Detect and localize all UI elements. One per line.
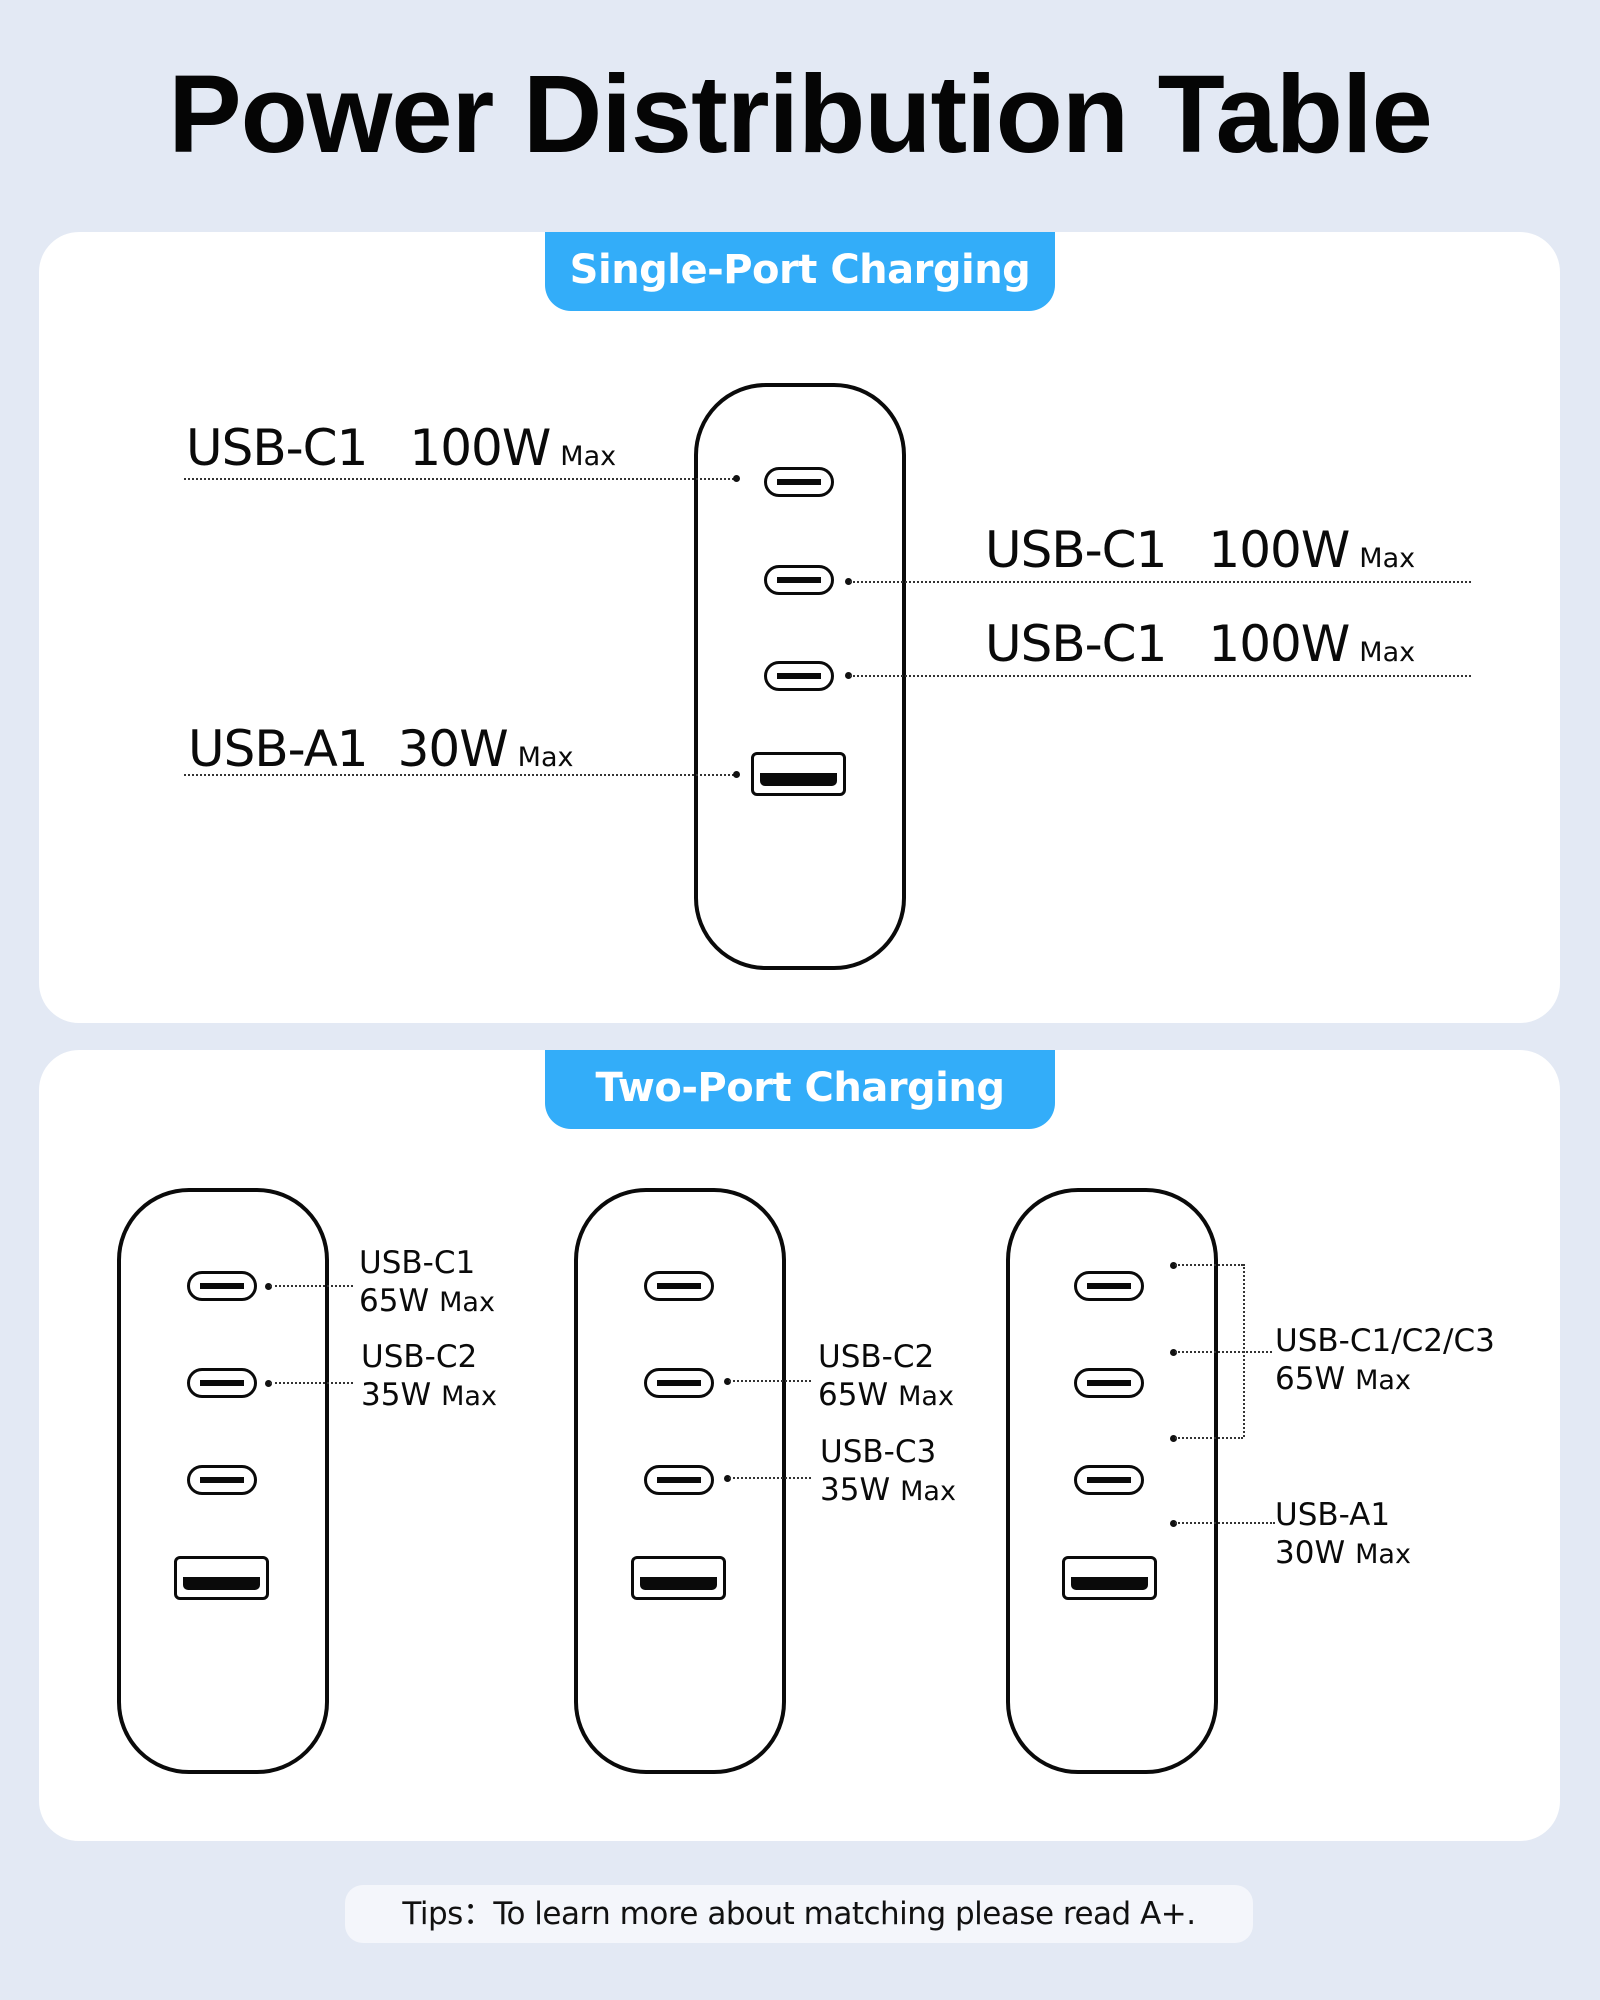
usb-c-port-icon — [187, 1368, 257, 1398]
leader-line — [184, 478, 734, 480]
usb-c-port-icon — [644, 1368, 714, 1398]
two-port-heading: Two-Port Charging — [545, 1050, 1055, 1129]
usb-c-port-icon — [1074, 1271, 1144, 1301]
power-value: 30W — [397, 720, 509, 778]
port-name: USB-A1 — [188, 720, 369, 778]
usb-a-port-icon — [1062, 1556, 1157, 1600]
bracket-line — [1175, 1351, 1272, 1353]
power-value: 100W — [1208, 521, 1350, 579]
config1-label-1: USB-C1 65W Max — [359, 1244, 495, 1322]
max-suffix: Max — [1355, 1539, 1411, 1570]
bracket-line — [1175, 1264, 1243, 1266]
usb-c-port-icon — [764, 661, 834, 691]
power-value: 100W — [1208, 615, 1350, 673]
max-suffix: Max — [517, 742, 574, 773]
leader-dot — [265, 1380, 272, 1387]
leader-dot — [733, 771, 740, 778]
max-suffix: Max — [439, 1287, 495, 1318]
port-name: USB-C1 — [359, 1245, 476, 1281]
port-name: USB-C1 — [186, 419, 368, 477]
leader-dot — [1170, 1349, 1177, 1356]
page-title: Power Distribution Table — [168, 53, 1433, 176]
leader-dot — [733, 475, 740, 482]
port-name: USB-C2 — [818, 1339, 935, 1375]
power-value: 65W — [1275, 1361, 1346, 1397]
leader-dot — [1170, 1520, 1177, 1527]
port-name: USB-C1 — [985, 521, 1167, 579]
usb-a-port-icon — [631, 1556, 726, 1600]
leader-dot — [724, 1475, 731, 1482]
max-suffix: Max — [1355, 1365, 1411, 1396]
leader-line — [729, 1477, 811, 1479]
max-suffix: Max — [900, 1476, 956, 1507]
leader-dot — [1170, 1435, 1177, 1442]
leader-line — [729, 1380, 811, 1382]
port-name: USB-C1 — [985, 615, 1167, 673]
port-name: USB-A1 — [1275, 1497, 1391, 1533]
leader-dot — [845, 672, 852, 679]
max-suffix: Max — [1359, 543, 1416, 574]
port-name: USB-C3 — [820, 1434, 937, 1470]
config3-label-1: USB-C1/C2/C3 65W Max — [1275, 1322, 1495, 1400]
usb-c-port-icon — [644, 1465, 714, 1495]
bracket-vertical — [1243, 1264, 1245, 1437]
usb-c-port-icon — [187, 1465, 257, 1495]
leader-line — [184, 774, 734, 776]
max-suffix: Max — [560, 441, 617, 472]
usb-c-port-icon — [187, 1271, 257, 1301]
config2-label-1: USB-C2 65W Max — [818, 1338, 954, 1416]
leader-line — [270, 1285, 353, 1287]
leader-dot — [724, 1378, 731, 1385]
leader-line — [850, 675, 1471, 677]
port-name: USB-C2 — [361, 1339, 478, 1375]
port-name: USB-C1/C2/C3 — [1275, 1323, 1495, 1359]
single-label-c1-top: USB-C1 100W Max — [186, 420, 616, 485]
single-label-c1-middle: USB-C1 100W Max — [985, 522, 1415, 587]
leader-dot — [265, 1283, 272, 1290]
leader-line — [1175, 1522, 1275, 1524]
usb-c-port-icon — [1074, 1465, 1144, 1495]
leader-dot — [845, 578, 852, 585]
usb-c-port-icon — [764, 467, 834, 497]
usb-c-port-icon — [1074, 1368, 1144, 1398]
power-value: 35W — [361, 1377, 432, 1413]
config1-label-2: USB-C2 35W Max — [361, 1338, 497, 1416]
config3-label-2: USB-A1 30W Max — [1275, 1496, 1411, 1574]
max-suffix: Max — [898, 1381, 954, 1412]
power-value: 30W — [1275, 1535, 1346, 1571]
single-label-a1: USB-A1 30W Max — [188, 721, 574, 786]
config2-label-2: USB-C3 35W Max — [820, 1433, 956, 1511]
leader-line — [270, 1382, 353, 1384]
usb-c-port-icon — [644, 1271, 714, 1301]
single-port-heading: Single-Port Charging — [545, 232, 1055, 311]
leader-dot — [1170, 1262, 1177, 1269]
power-value: 65W — [818, 1377, 889, 1413]
max-suffix: Max — [1359, 637, 1416, 668]
bracket-line — [1175, 1437, 1243, 1439]
power-value: 65W — [359, 1283, 430, 1319]
power-value: 35W — [820, 1472, 891, 1508]
usb-a-port-icon — [751, 752, 846, 796]
max-suffix: Max — [441, 1381, 497, 1412]
tips-note: Tips：To learn more about matching please… — [345, 1885, 1253, 1943]
usb-c-port-icon — [764, 565, 834, 595]
single-label-c1-lower: USB-C1 100W Max — [985, 616, 1415, 681]
usb-a-port-icon — [174, 1556, 269, 1600]
power-value: 100W — [409, 419, 551, 477]
leader-line — [850, 581, 1471, 583]
